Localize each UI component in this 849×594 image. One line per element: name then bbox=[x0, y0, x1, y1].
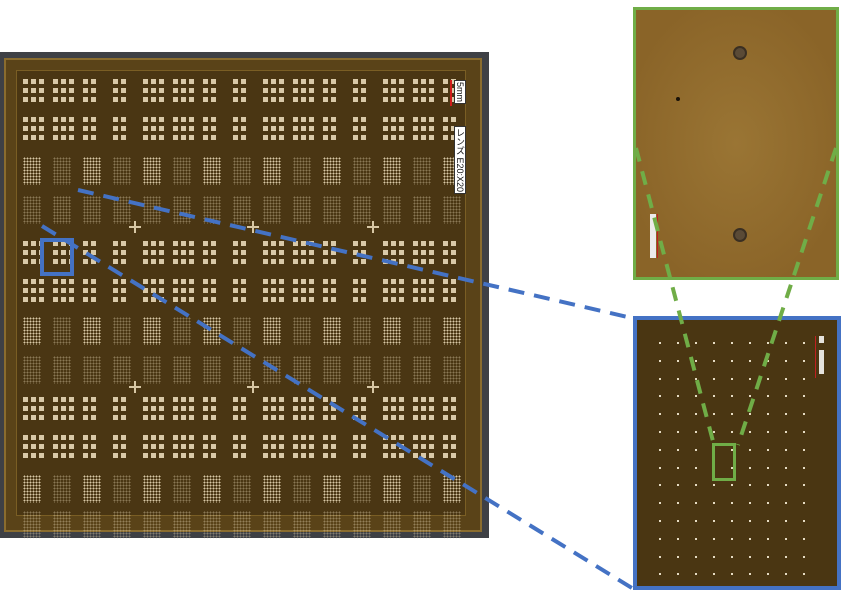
blue-inset-label bbox=[819, 336, 824, 343]
lens-label: レンズ E20:X20 bbox=[454, 126, 466, 195]
main-stencil-photo: 5mm レンズ E20:X20 bbox=[0, 52, 489, 539]
green-inset-scale-bar bbox=[657, 214, 658, 258]
main-scale-bar bbox=[450, 80, 452, 106]
aperture-pattern-area bbox=[16, 70, 466, 539]
blue-inset-label bbox=[819, 350, 824, 374]
blue-selection-box bbox=[40, 238, 74, 276]
scale-label: 5mm bbox=[454, 80, 466, 104]
stencil-plate: 5mm レンズ E20:X20 bbox=[4, 58, 482, 539]
green-inset-panel bbox=[633, 7, 839, 280]
aperture-hole bbox=[733, 46, 747, 60]
blue-inset-panel bbox=[633, 316, 841, 590]
green-selection-box bbox=[712, 443, 736, 481]
green-inset-scale-label bbox=[650, 214, 656, 258]
debris-dot bbox=[676, 97, 680, 101]
blue-inset-scale-bar bbox=[815, 336, 816, 378]
aperture-hole bbox=[733, 228, 747, 242]
